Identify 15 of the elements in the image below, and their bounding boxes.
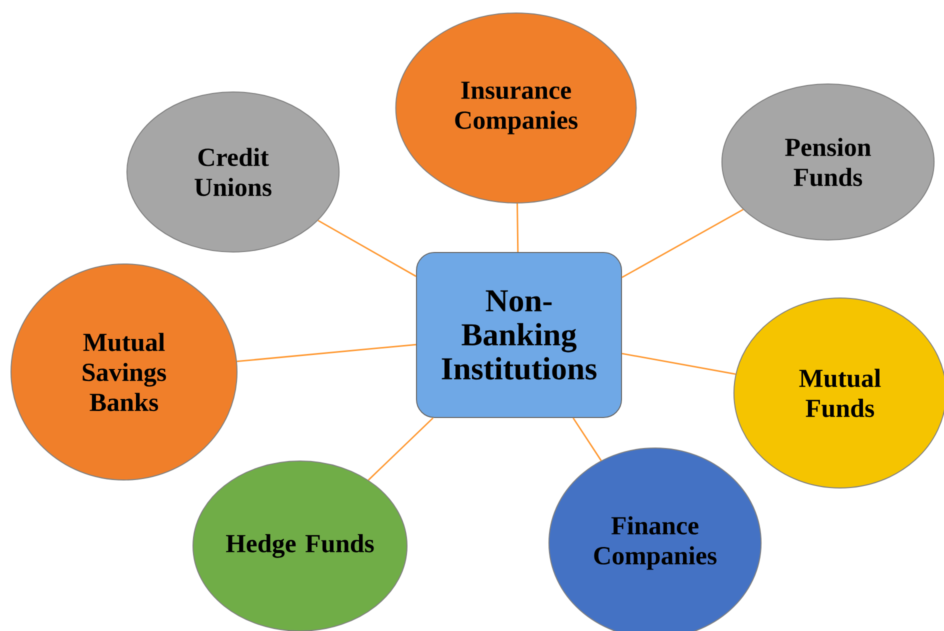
connector-line: [622, 352, 736, 375]
connector-line: [516, 203, 519, 252]
ellipse-node: Hedge Funds: [192, 460, 408, 631]
ellipse-node: Pension Funds: [721, 84, 935, 240]
ellipse-node: Finance Companies: [548, 447, 762, 631]
connector-line: [368, 417, 434, 481]
connector-line: [622, 208, 744, 278]
ellipse-node: Credit Unions: [126, 92, 340, 252]
connector-line: [572, 418, 602, 461]
ellipse-node: Insurance Companies: [395, 12, 637, 204]
ellipse-node: Mutual Funds: [733, 297, 944, 488]
center-box: Non-Banking Institutions: [416, 252, 622, 418]
connector-line: [236, 344, 416, 362]
ellipse-node: Mutual Savings Banks: [10, 264, 238, 480]
connector-line: [318, 220, 416, 277]
